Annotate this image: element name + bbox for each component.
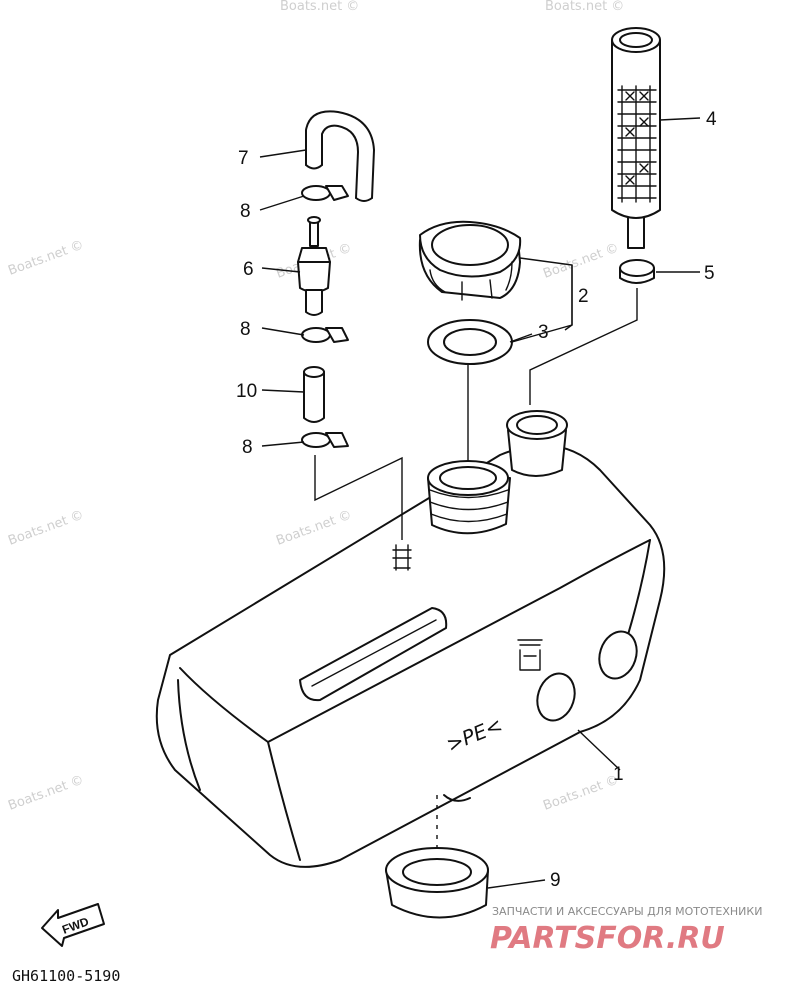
callout-7: 7 xyxy=(238,148,249,169)
check-valve xyxy=(297,216,331,316)
filler-cap xyxy=(418,220,522,301)
grommet xyxy=(619,259,655,284)
callout-10: 10 xyxy=(236,381,257,402)
hose-bent xyxy=(305,110,375,202)
banner-subtitle: ЗАПЧАСТИ И АКСЕССУАРЫ ДЛЯ МОТОТЕХНИКИ xyxy=(492,905,762,918)
assembly-lines xyxy=(314,288,638,850)
hose-clamp xyxy=(301,185,349,201)
callout-9: 9 xyxy=(550,870,561,891)
watermark: Boats.net © xyxy=(280,0,359,14)
banner-brand: PARTSFOR.RU xyxy=(490,921,725,956)
callout-3: 3 xyxy=(538,322,549,343)
watermark: Boats.net © xyxy=(541,773,621,814)
oil-strainer xyxy=(611,27,661,249)
watermark: Boats.net © xyxy=(274,508,354,549)
watermark: Boats.net © xyxy=(6,508,86,549)
hose-clamp xyxy=(301,432,349,448)
watermark: Boats.net © xyxy=(541,241,621,282)
callout-6: 6 xyxy=(243,259,254,280)
diagram-code: GH61100-5190 xyxy=(12,967,120,985)
watermark: Boats.net © xyxy=(6,238,86,279)
callout-1: 1 xyxy=(613,764,624,785)
cap-gasket xyxy=(427,319,513,365)
watermark: Boats.net © xyxy=(545,0,624,14)
filler-neck-thread xyxy=(427,460,511,535)
callout-2: 2 xyxy=(578,286,589,307)
leader-lines xyxy=(259,117,701,889)
hose-short xyxy=(303,366,325,423)
fwd-arrow-icon: FWD xyxy=(41,903,105,947)
callout-4: 4 xyxy=(706,109,717,130)
hose-clamp xyxy=(301,327,349,343)
callout-8: 8 xyxy=(240,201,251,222)
bottom-plug xyxy=(385,847,489,919)
callout-8: 8 xyxy=(240,319,251,340)
brand-banner: ЗАПЧАСТИ И АКСЕССУАРЫ ДЛЯ МОТОТЕХНИКИ PA… xyxy=(490,905,762,956)
watermark: Boats.net © xyxy=(6,773,86,814)
callout-8: 8 xyxy=(242,437,253,458)
oil-tank: >PE< xyxy=(155,410,666,868)
callout-labels: 1 2 3 4 5 6 7 8 8 8 9 10 xyxy=(236,109,717,891)
callout-5: 5 xyxy=(704,263,715,284)
